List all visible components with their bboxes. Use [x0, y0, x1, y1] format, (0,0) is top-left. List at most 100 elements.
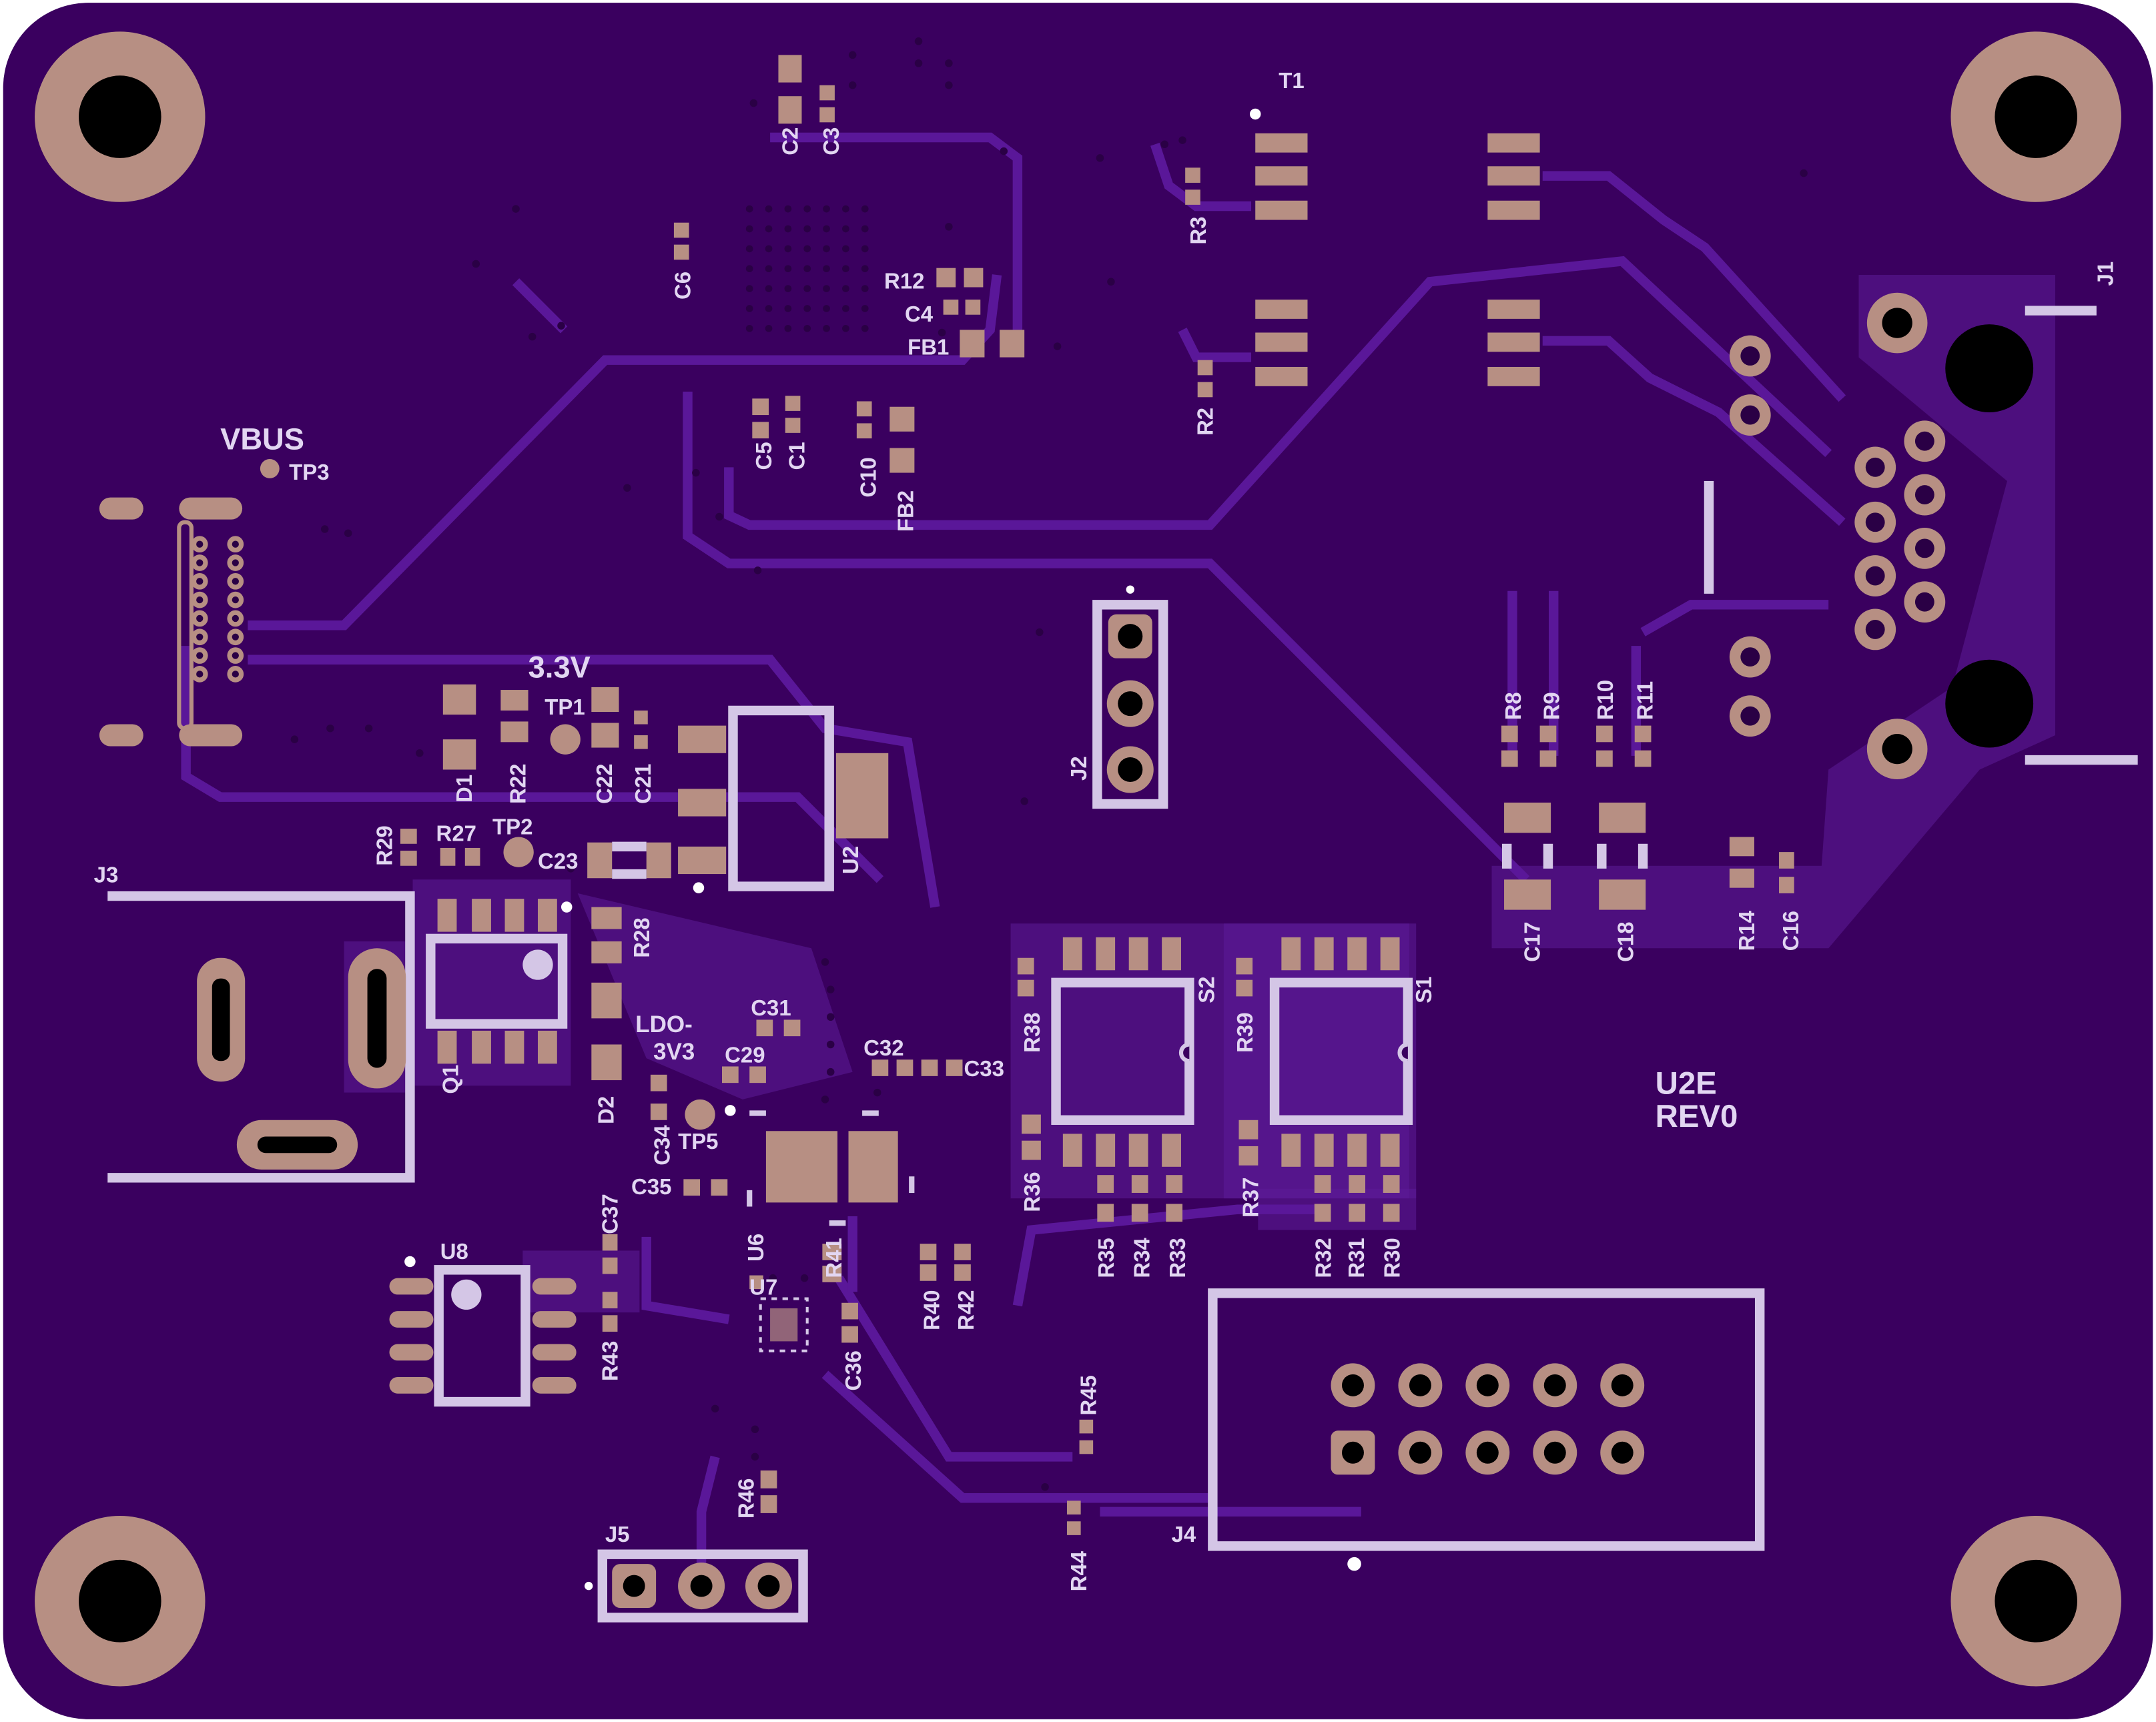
refdes-c5: C5 [751, 442, 776, 470]
j4-header [1208, 1288, 1765, 1571]
refdes-j4: J4 [1172, 1522, 1196, 1547]
j5-header [585, 1549, 808, 1623]
refdes-u2: U2 [838, 846, 863, 874]
t1-transformer-footprint [1249, 108, 1540, 386]
j3-barrel-jack [107, 891, 415, 1183]
refdes-r40: R40 [919, 1290, 944, 1330]
usb-c-footprint [99, 497, 244, 747]
refdes-c36: C36 [841, 1350, 865, 1390]
refdes-r11: R11 [1633, 681, 1658, 721]
refdes-r37: R37 [1238, 1178, 1263, 1218]
refdes-c22: C22 [592, 764, 617, 804]
refdes-c33: C33 [964, 1056, 1004, 1081]
j1-ethernet-jack [1704, 292, 2138, 779]
refdes-c34: C34 [650, 1125, 675, 1166]
refdes-r43: R43 [597, 1341, 622, 1381]
refdes-r44: R44 [1066, 1551, 1091, 1591]
refdes-c3: C3 [819, 127, 843, 155]
refdes-u7: U7 [749, 1274, 777, 1299]
refdes-r36: R36 [1020, 1172, 1044, 1212]
via-grid [290, 37, 1808, 1568]
refdes-c6: C6 [671, 272, 695, 300]
refdes-r42: R42 [954, 1290, 978, 1330]
refdes-r31: R31 [1344, 1238, 1369, 1278]
net-label-ldo-line1: LDO- [635, 1011, 693, 1037]
mounting-holes [35, 31, 2121, 1687]
j2-header [1092, 585, 1168, 809]
refdes-r8: R8 [1501, 692, 1525, 720]
refdes-c4: C4 [905, 302, 934, 326]
silkscreen-labels: J1J2J3J4J5U2U6U7U8Q1T1S1S2D1D2TP1TP2TP3T… [94, 68, 2118, 1591]
mounting-hole-top-right [1950, 31, 2121, 202]
ethernet-passives [1501, 725, 1794, 910]
refdes-r46: R46 [733, 1478, 758, 1519]
refdes-r30: R30 [1380, 1238, 1405, 1278]
u2-regulator [587, 705, 889, 893]
top-passives [260, 55, 1213, 478]
u7-ic [749, 1244, 858, 1352]
refdes-r32: R32 [1311, 1238, 1336, 1278]
refdes-r22: R22 [505, 764, 530, 804]
refdes-tp3: TP3 [289, 460, 329, 484]
refdes-fb1: FB1 [908, 334, 949, 359]
refdes-j5: J5 [605, 1522, 630, 1547]
refdes-c21: C21 [631, 764, 655, 804]
refdes-c17: C17 [1520, 921, 1545, 961]
refdes-j3: J3 [94, 862, 119, 887]
board-name-line1: U2E [1656, 1066, 1717, 1102]
refdes-u6: U6 [743, 1234, 768, 1262]
refdes-r29: R29 [372, 825, 397, 865]
refdes-c37: C37 [597, 1194, 622, 1234]
refdes-r39: R39 [1232, 1012, 1257, 1052]
board-name-line2: REV0 [1656, 1099, 1738, 1134]
refdes-r28: R28 [629, 917, 654, 957]
refdes-tp2: TP2 [492, 814, 532, 839]
mounting-hole-bottom-left [35, 1516, 206, 1687]
refdes-c18: C18 [1613, 921, 1638, 961]
refdes-j1: J1 [2093, 262, 2118, 286]
refdes-s1: S1 [1411, 976, 1436, 1003]
s2-switch [1051, 937, 1194, 1167]
net-label-vbus: VBUS [220, 422, 304, 456]
refdes-u8: U8 [440, 1239, 468, 1264]
refdes-q1: Q1 [438, 1065, 463, 1094]
u6-qfn-ic [650, 1019, 963, 1226]
refdes-t1: T1 [1279, 68, 1304, 93]
refdes-c31: C31 [751, 995, 791, 1020]
refdes-c23: C23 [538, 849, 578, 873]
refdes-c10: C10 [856, 457, 881, 497]
refdes-s2: S2 [1194, 976, 1218, 1003]
refdes-tp1: TP1 [545, 695, 585, 719]
q1-mosfet [426, 899, 622, 1081]
refdes-r27: R27 [436, 821, 476, 846]
refdes-c35: C35 [631, 1174, 671, 1199]
refdes-r34: R34 [1130, 1238, 1154, 1278]
refdes-r2: R2 [1192, 408, 1217, 436]
refdes-c1: C1 [785, 442, 809, 470]
refdes-r9: R9 [1539, 692, 1563, 720]
refdes-r38: R38 [1020, 1012, 1044, 1052]
refdes-r33: R33 [1165, 1238, 1190, 1278]
refdes-fb2: FB2 [893, 490, 918, 532]
net-label-ldo-line2: 3V3 [653, 1039, 695, 1065]
mounting-hole-top-left [35, 31, 206, 202]
refdes-tp5: TP5 [678, 1129, 718, 1154]
power-3v3-section [400, 684, 648, 867]
refdes-c16: C16 [1778, 911, 1803, 951]
refdes-r3: R3 [1186, 217, 1210, 245]
refdes-c29: C29 [725, 1042, 765, 1067]
u8-soic-ic [389, 1234, 618, 1407]
net-label-3v3: 3.3V [528, 651, 591, 685]
refdes-r35: R35 [1094, 1238, 1118, 1278]
refdes-j2: J2 [1066, 756, 1091, 781]
refdes-r45: R45 [1076, 1375, 1100, 1415]
refdes-c32: C32 [863, 1035, 904, 1060]
refdes-c2: C2 [777, 127, 802, 155]
resistor-arrays [760, 957, 1400, 1535]
refdes-d2: D2 [593, 1096, 618, 1124]
refdes-r41: R41 [821, 1238, 846, 1278]
refdes-r10: R10 [1593, 680, 1618, 720]
s1-switch [1269, 937, 1413, 1167]
